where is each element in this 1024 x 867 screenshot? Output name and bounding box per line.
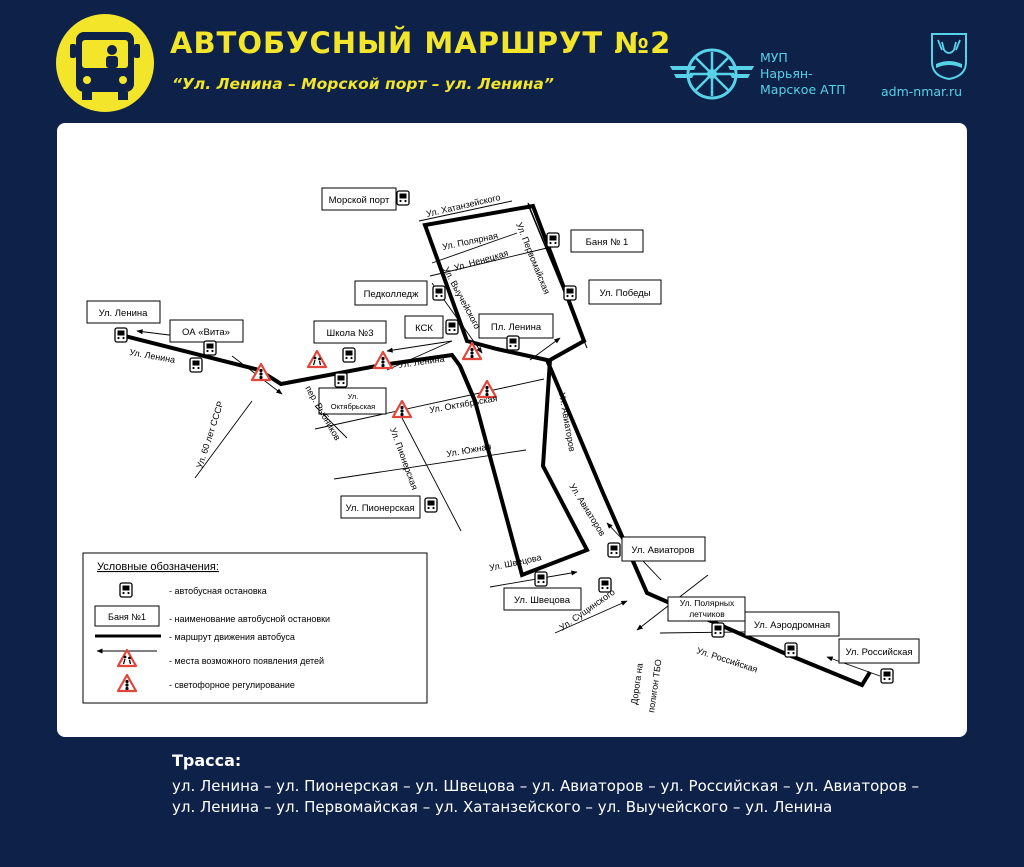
legend-sample: Баня №1: [108, 612, 146, 622]
stop-label-pl-lenina: Пл. Ленина: [478, 313, 554, 339]
svg-text:Ул. Аэродромная: Ул. Аэродромная: [754, 620, 830, 631]
traffic-light-warning-icon: [372, 350, 394, 370]
trace-label: Трасса:: [172, 751, 242, 770]
stop-label-aviatorov: Ул. Авиаторов: [621, 536, 706, 562]
svg-text:Школа №3: Школа №3: [327, 328, 374, 339]
svg-text:летчиков: летчиков: [689, 609, 725, 619]
stop-label-pionerskaya: Ул. Пионерская: [340, 495, 421, 519]
stop-label-shkola3: Школа №3: [313, 320, 387, 344]
stop-label-lenina: Ул. Ленина: [86, 300, 161, 324]
bus-stop-icon: [880, 668, 894, 684]
stop-label-polyarnyh: Ул. Полярных летчиков: [667, 596, 746, 622]
bus-stop-icon: [203, 340, 217, 356]
svg-text:Баня № 1: Баня № 1: [586, 237, 629, 248]
legend-item: - светофорное регулирование: [169, 680, 295, 690]
legend-item: - места возможного появления детей: [169, 656, 324, 666]
street-name: полигон ТБО: [646, 659, 663, 714]
bus-stop-icon: [342, 347, 356, 363]
street-name: Ул. Пионерская: [388, 426, 420, 491]
bus-icon: [70, 32, 140, 100]
bus-stop-icon: [432, 285, 446, 301]
bus-stop-icon: [784, 642, 798, 658]
bus-stop-icon: [563, 285, 577, 301]
svg-text:ОА «Вита»: ОА «Вита»: [182, 327, 230, 338]
stop-label-rossiyskaya: Ул. Российская: [838, 638, 920, 664]
page-title: АВТОБУСНЫЙ МАРШРУТ №2: [170, 26, 672, 60]
bus-stop-icon: [114, 327, 128, 343]
route-map-svg: Ул. Ленина ОА «Вита» Школа №3 Ул. Октябр…: [82, 187, 920, 714]
bus-stop-icon: [711, 622, 725, 638]
svg-text:Октябрьская: Октябрьская: [331, 402, 376, 411]
trace-description: ул. Ленина – ул. Пионерская – ул. Швецов…: [172, 777, 920, 816]
svg-text:КСК: КСК: [415, 323, 433, 334]
bus-stop-icon: [189, 357, 203, 373]
stop-label-ksk: КСК: [404, 315, 444, 339]
street-name: Ул. Ленина: [129, 347, 176, 365]
street-name: Ул. Первомайская: [514, 221, 552, 296]
svg-text:Ул. Пионерская: Ул. Пионерская: [346, 503, 415, 514]
page-subtitle: “Ул. Ленина – Морской порт – ул. Ленина”: [172, 75, 554, 93]
stop-label-pedkolledzh: Педколледж: [354, 280, 428, 306]
bus-stop-icon: [424, 497, 438, 513]
adm-site: adm-nmar.ru: [881, 84, 963, 99]
svg-text:Ул. Швецова: Ул. Швецова: [514, 595, 571, 606]
stop-label-shvetsova: Ул. Швецова: [503, 587, 582, 611]
bus-logo: [56, 14, 154, 112]
atp-wheel-icon: [670, 48, 754, 100]
map-legend: Условные обозначения: - автобусная остан…: [82, 552, 428, 704]
svg-text:Ул. Победы: Ул. Победы: [599, 288, 650, 299]
stop-label-morskoy-port: Морской порт: [321, 187, 397, 211]
stop-label-banya1: Баня № 1: [570, 229, 644, 253]
route-trace: Трасса: ул. Ленина – ул. Пионерская – ул…: [172, 751, 972, 818]
street-name: Ул. Полярная: [441, 230, 499, 252]
legend-title: Условные обозначения:: [97, 561, 219, 573]
legend-item: - маршрут движения автобуса: [169, 632, 295, 642]
route-map: Ул. Ленина ОА «Вита» Школа №3 Ул. Октябр…: [57, 123, 967, 737]
svg-text:Морской порт: Морской порт: [329, 195, 390, 206]
street-name: Дорога на: [629, 663, 645, 706]
svg-text:Педколледж: Педколледж: [364, 289, 419, 300]
street-name: Ул. Российская: [695, 645, 759, 674]
bus-stop-icon: [546, 232, 560, 248]
bus-stop-icon: [607, 542, 621, 558]
atp-name: МУП Нарьян- Марское АТП: [760, 50, 846, 97]
stop-label-aerodromnaya: Ул. Аэродромная: [744, 611, 840, 637]
bus-stop-icon: [534, 571, 548, 587]
children-warning-icon: [306, 349, 328, 369]
traffic-light-warning-icon: [250, 362, 272, 382]
bus-stop-icon: [334, 372, 348, 388]
coat-of-arms-icon: [931, 33, 967, 80]
svg-text:Ул. Полярных: Ул. Полярных: [680, 598, 735, 608]
header: АВТОБУСНЫЙ МАРШРУТ №2 “Ул. Ленина – Морс…: [0, 0, 1024, 120]
stop-label-ul-pobedy: Ул. Победы: [588, 279, 662, 305]
street-name: Ул. Ленина: [398, 354, 445, 370]
bus-stop-icon: [506, 335, 520, 351]
legend-item: - автобусная остановка: [169, 586, 267, 596]
legend-item: - наименование автобусной остановки: [169, 614, 330, 624]
svg-text:Ул.: Ул.: [348, 392, 359, 401]
stop-label-oktyabrskaya: Ул. Октябрьская: [318, 387, 387, 415]
svg-text:Ул. Ленина: Ул. Ленина: [99, 308, 149, 319]
bus-stop-icon: [396, 190, 410, 206]
svg-text:Пл. Ленина: Пл. Ленина: [491, 322, 542, 333]
street-name: Ул. Ненецкая: [453, 248, 510, 273]
svg-text:Ул. Российская: Ул. Российская: [845, 647, 912, 658]
bus-stop-icon: [445, 319, 459, 335]
street-name: Ул. 60 лет СССР: [194, 400, 225, 470]
stop-label-oa-vita: ОА «Вита»: [169, 319, 244, 343]
svg-text:Ул. Авиаторов: Ул. Авиаторов: [631, 545, 694, 556]
bus-stop-icon: [119, 582, 133, 598]
